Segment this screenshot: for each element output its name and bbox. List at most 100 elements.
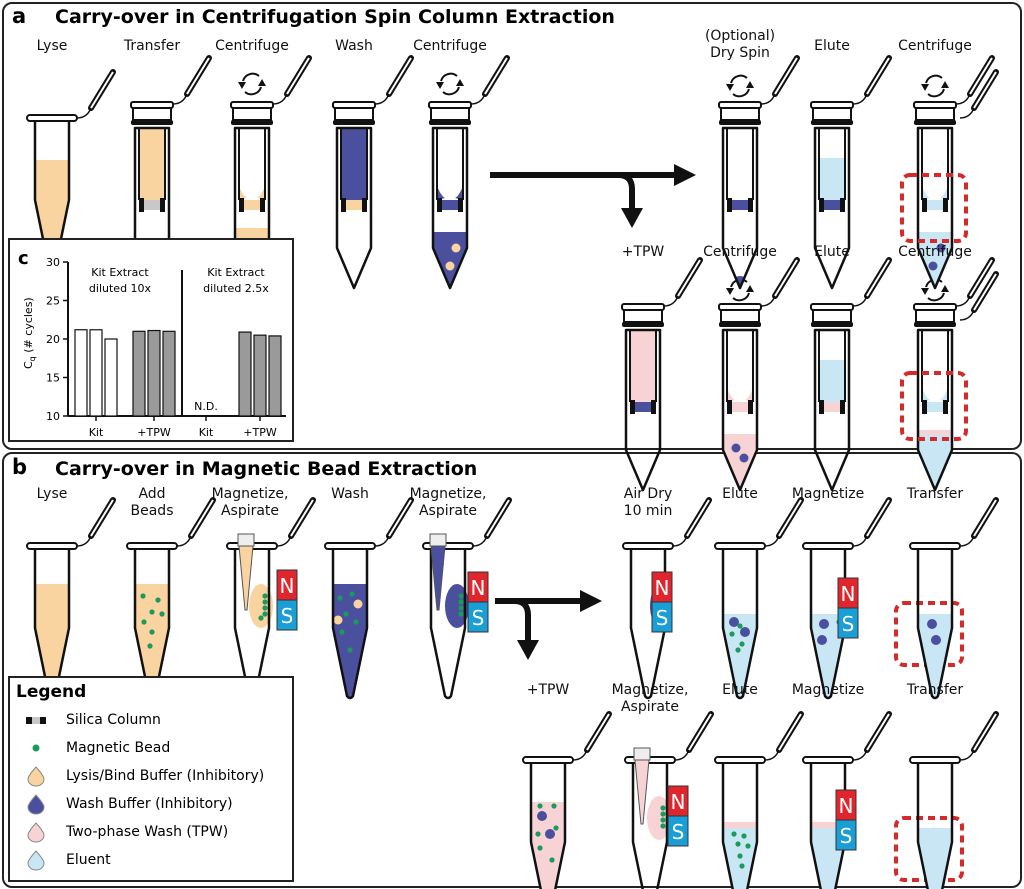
lid-bar-inner — [866, 259, 890, 297]
column-frit — [139, 198, 144, 212]
column-collar — [720, 309, 760, 323]
panel-b-label: b — [12, 455, 28, 479]
column-collar — [430, 107, 470, 121]
column-frit — [840, 400, 845, 414]
step-label: Centrifuge — [898, 244, 972, 261]
lid-bar-inner — [973, 713, 997, 751]
arrow-shaft — [513, 598, 531, 644]
column-frit — [160, 198, 165, 212]
magnet-s-label: S — [672, 820, 685, 844]
step-label-line: Centrifuge — [703, 244, 777, 260]
magnet-s-label: S — [840, 824, 853, 848]
magnetic-bead — [731, 831, 737, 837]
step-label: +TPW — [527, 682, 570, 699]
arrow-head — [674, 164, 696, 186]
rotate-arrowhead — [941, 285, 949, 292]
group-header: Kit Extract — [91, 266, 149, 279]
tube-lid-icon — [472, 497, 512, 547]
magnet-s-label: S — [656, 606, 669, 630]
column-liquid — [139, 128, 165, 200]
tube-lid-icon — [955, 55, 995, 105]
silica-membrane — [634, 402, 652, 412]
x-tick-label: Kit — [89, 426, 104, 439]
lysis-drop-icon — [27, 766, 45, 787]
elute-tube — [714, 542, 766, 700]
step-label-line: 10 min — [623, 503, 673, 519]
y-tick-label: 25 — [46, 295, 60, 308]
legend-item: Lysis/Bind Buffer (Inhibitory) — [16, 764, 264, 788]
step-label-line: +TPW — [526, 682, 570, 698]
magnetic-bead — [149, 609, 155, 615]
lid-bar-inner — [778, 499, 802, 537]
step-label: Lyse — [37, 486, 68, 503]
lid-bar-inner — [688, 713, 712, 751]
magnetic-bead — [729, 631, 735, 637]
step-label-line: Magnetize, — [409, 486, 487, 502]
tube-rim — [909, 756, 961, 764]
tube-lid-icon — [672, 497, 712, 547]
magnetic-bead — [660, 823, 666, 829]
tube-lid-icon — [276, 497, 316, 547]
carryover-droplet — [928, 261, 938, 271]
tube-rim — [802, 542, 854, 550]
magnet-s-label: S — [472, 606, 485, 630]
step-label-line: Air Dry — [623, 486, 673, 502]
magnet-south — [837, 607, 859, 639]
lysis-droplet — [333, 615, 343, 625]
tube-rim — [909, 542, 961, 550]
tpw-drop-icon — [27, 822, 45, 843]
tube-outline — [813, 328, 851, 492]
step-label: Magnetize — [792, 486, 864, 503]
column-residue — [727, 388, 735, 402]
panel-b-title: Carry-over in Magnetic Bead Extraction — [55, 458, 478, 480]
step-label: Wash — [331, 486, 369, 503]
tube-outline — [331, 546, 369, 700]
tpw-band — [811, 822, 845, 828]
tube-outline — [916, 546, 954, 700]
tube-rim — [26, 114, 78, 122]
tube-lid-icon — [374, 55, 414, 105]
not-detected-annotation: N.D. — [194, 400, 218, 413]
lid-bar-inner — [774, 259, 798, 297]
bar — [162, 330, 176, 417]
x-tick-label: +TPW — [243, 426, 277, 439]
rotate-arrowhead — [941, 81, 949, 88]
magnetic-bead — [458, 593, 464, 599]
tube-lid-icon — [663, 257, 703, 307]
lid-bar-inner — [973, 499, 997, 537]
rotate-arrowhead — [746, 81, 754, 88]
magnetic-bead — [737, 623, 743, 629]
tube-outline — [916, 760, 954, 889]
tube-lid-icon — [470, 55, 510, 105]
tube-rim — [811, 120, 853, 125]
tube-contents — [630, 330, 656, 412]
legend-item: Silica Column — [16, 708, 161, 732]
legend-item-label: Two-phase Wash (TPW) — [66, 824, 229, 840]
column-frit — [943, 198, 948, 212]
legend-item: Wash Buffer (Inhibitory) — [16, 792, 233, 816]
ylabel-rest: (# cycles) — [22, 297, 35, 356]
tube-outline — [631, 760, 669, 889]
arrow-head — [517, 640, 539, 660]
column-frit — [819, 400, 824, 414]
tube-rim — [333, 120, 375, 125]
step-label-line: Centrifuge — [413, 38, 487, 54]
tube-rim — [131, 120, 173, 125]
column-frit — [748, 198, 753, 212]
magnetic-bead — [155, 597, 161, 603]
group-header: diluted 2.5x — [203, 282, 269, 295]
flow-arrow-down — [513, 598, 539, 660]
step-label: Lyse — [37, 38, 68, 55]
column-frit — [239, 198, 244, 212]
magnet-s-label: S — [281, 604, 294, 628]
centrifuge-rotate-icon — [726, 74, 754, 98]
tube-lid-icon — [955, 257, 995, 307]
lid-bar-inner — [186, 57, 210, 95]
pipette-body — [430, 545, 446, 611]
magnetic-bead — [141, 619, 147, 625]
magnetic-bead — [262, 605, 268, 611]
bar — [74, 329, 88, 417]
y-tick-label: 30 — [46, 256, 60, 269]
centrifuge-rotate-icon — [436, 72, 464, 96]
silica-membrane — [731, 402, 749, 412]
